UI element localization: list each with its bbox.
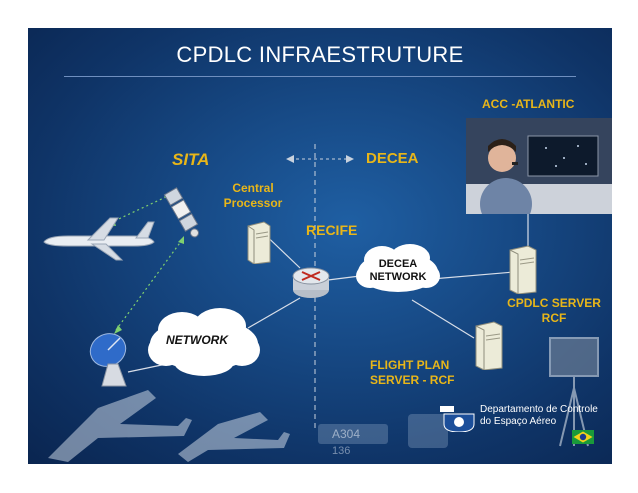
page-title: CPDLC INFRAESTRUTURE — [176, 42, 464, 67]
background-aircraft-silhouettes: A304 136 — [48, 390, 448, 462]
cpdlc-server-label: CPDLC SERVER RCF — [506, 296, 602, 326]
network-cloud — [148, 308, 260, 376]
satellite-dish-icon — [89, 333, 127, 387]
diagram-slide: A304 136 CPDLC INFRAESTRUTURE — [28, 28, 612, 464]
fplan-label-line2: SERVER - RCF — [370, 373, 455, 387]
central-processor-label: Central Processor — [220, 181, 286, 211]
department-name: Departamento de Controle do Espaço Aéreo — [480, 404, 598, 428]
decea-network-line1: DECEA — [378, 258, 418, 270]
central-label-line2: Processor — [223, 196, 283, 210]
radar-antenna-icon — [549, 337, 599, 447]
svg-text:A304: A304 — [332, 427, 360, 441]
network-label: NETWORK — [166, 333, 228, 347]
decea-network-line2: NETWORK — [369, 271, 427, 283]
fplan-label-line1: FLIGHT PLAN — [370, 358, 450, 372]
router-deceanet-link — [327, 275, 361, 281]
brazil-flag-icon — [572, 430, 594, 444]
recife-label: RECIFE — [306, 222, 358, 238]
title-divider — [64, 76, 576, 77]
acc-atlantic-label: ACC -ATLANTIC — [482, 97, 575, 111]
svg-text:136: 136 — [332, 445, 350, 457]
network-router-link — [247, 297, 301, 329]
decea-logo-icon — [440, 406, 475, 432]
decea-network-cloud — [356, 244, 440, 292]
decea-label: DECEA — [366, 150, 419, 167]
router-icon — [292, 267, 330, 298]
airplane-icon — [43, 217, 155, 261]
sita-label: SITA — [172, 150, 210, 169]
server-icon — [475, 321, 503, 370]
central-label-line1: Central — [232, 181, 274, 195]
dept-line1: Departamento de Controle — [480, 404, 598, 415]
deceanet-fplan-link — [411, 299, 475, 339]
dept-line2: do Espaço Aéreo — [480, 416, 557, 427]
server-icon — [247, 221, 271, 264]
aircraft-satellite-link — [109, 195, 169, 224]
acc-control-room-photo — [466, 118, 612, 214]
dish-satellite-link — [115, 239, 183, 331]
satellite-icon — [163, 187, 199, 238]
decea-network-label: DECEA NETWORK — [360, 258, 436, 284]
cpdlc-label-line1: CPDLC SERVER — [507, 296, 601, 310]
cpdlc-label-line2: RCF — [541, 311, 567, 325]
server-icon — [509, 245, 537, 294]
flight-plan-server-label: FLIGHT PLAN SERVER - RCF — [370, 358, 466, 388]
